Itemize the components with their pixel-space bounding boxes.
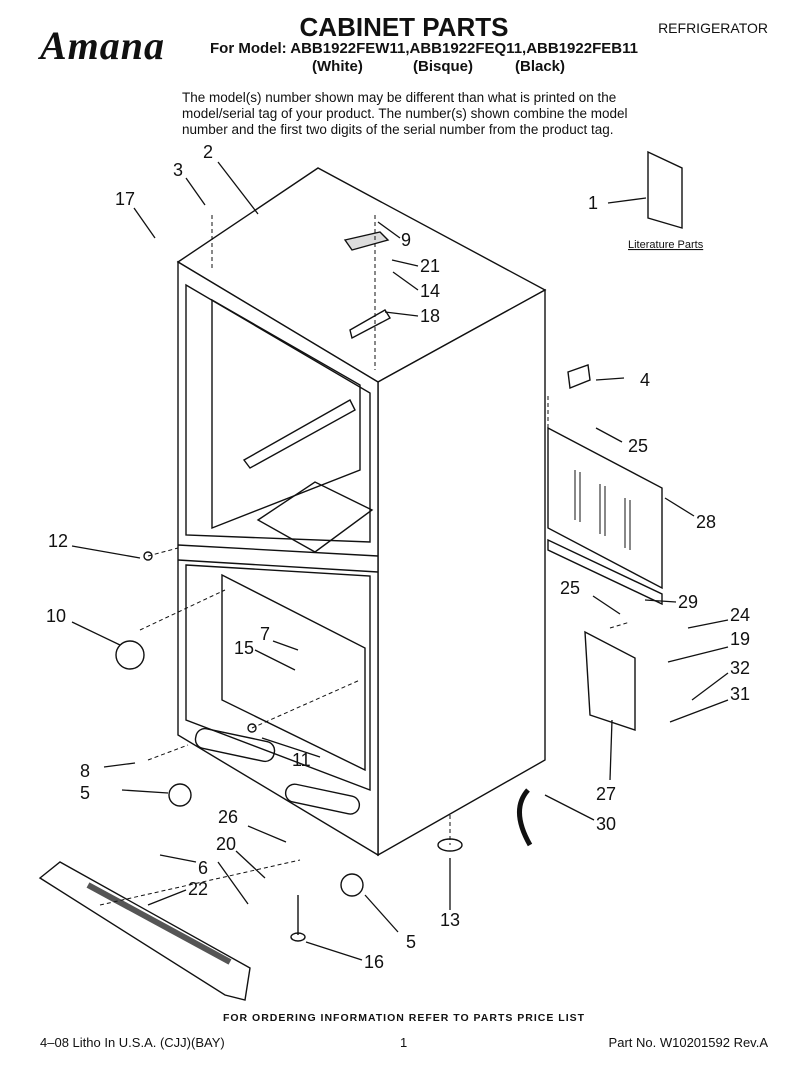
color-white: (White): [312, 58, 363, 75]
callout-11: 11: [292, 750, 311, 770]
callout-4: 4: [640, 370, 650, 390]
callout-2: 2: [203, 142, 213, 162]
color-bisque: (Bisque): [413, 58, 473, 75]
ordering-info: FOR ORDERING INFORMATION REFER TO PARTS …: [222, 1012, 586, 1024]
callout-25b: 25: [560, 578, 580, 598]
callout-1: 1: [588, 193, 598, 213]
color-black: (Black): [515, 58, 566, 75]
callout-leaders: [71, 161, 729, 961]
page-number: 1: [400, 1035, 408, 1050]
callout-10: 10: [46, 606, 66, 626]
litho-info: 4–08 Litho In U.S.A. (CJJ)(BAY): [40, 1035, 225, 1050]
callout-18: 18: [420, 306, 440, 326]
callout-19: 19: [730, 629, 750, 649]
callout-21: 21: [420, 256, 440, 276]
model-line: For Model: ABB1922FEW11,ABB1922FEQ11,ABB…: [210, 40, 638, 57]
callout-3: 3: [173, 160, 183, 180]
callout-13: 13: [440, 910, 460, 930]
callout-29: 29: [678, 592, 698, 612]
literature-parts-label: Literature Parts: [628, 239, 704, 251]
callout-5a: 5: [80, 783, 90, 803]
callout-28: 28: [696, 512, 716, 532]
cabinet-drawing: [38, 150, 683, 1001]
callout-5b: 5: [406, 932, 416, 952]
part-number: Part No. W10201592 Rev.A: [608, 1035, 768, 1050]
callout-6: 6: [198, 858, 208, 878]
callout-15: 15: [234, 638, 254, 658]
callout-20: 20: [216, 834, 236, 854]
callout-14: 14: [420, 281, 440, 301]
model-notice: The model(s) number shown may be differe…: [182, 90, 628, 137]
page-title: CABINET PARTS: [299, 12, 509, 42]
callout-22: 22: [188, 879, 208, 899]
callout-27: 27: [596, 784, 616, 804]
callout-25a: 25: [628, 436, 648, 456]
callout-30: 30: [596, 814, 616, 834]
callout-12: 12: [48, 531, 68, 551]
callout-32: 32: [730, 658, 750, 678]
callout-16: 16: [364, 952, 384, 972]
callout-31: 31: [730, 684, 750, 704]
callout-8: 8: [80, 761, 90, 781]
callout-26: 26: [218, 807, 238, 827]
brand-logo: Amana: [40, 23, 166, 68]
callout-9: 9: [401, 230, 411, 250]
callout-24: 24: [730, 605, 750, 625]
callout-7: 7: [260, 624, 270, 644]
callout-17: 17: [115, 189, 135, 209]
category-label: REFRIGERATOR: [658, 20, 768, 36]
